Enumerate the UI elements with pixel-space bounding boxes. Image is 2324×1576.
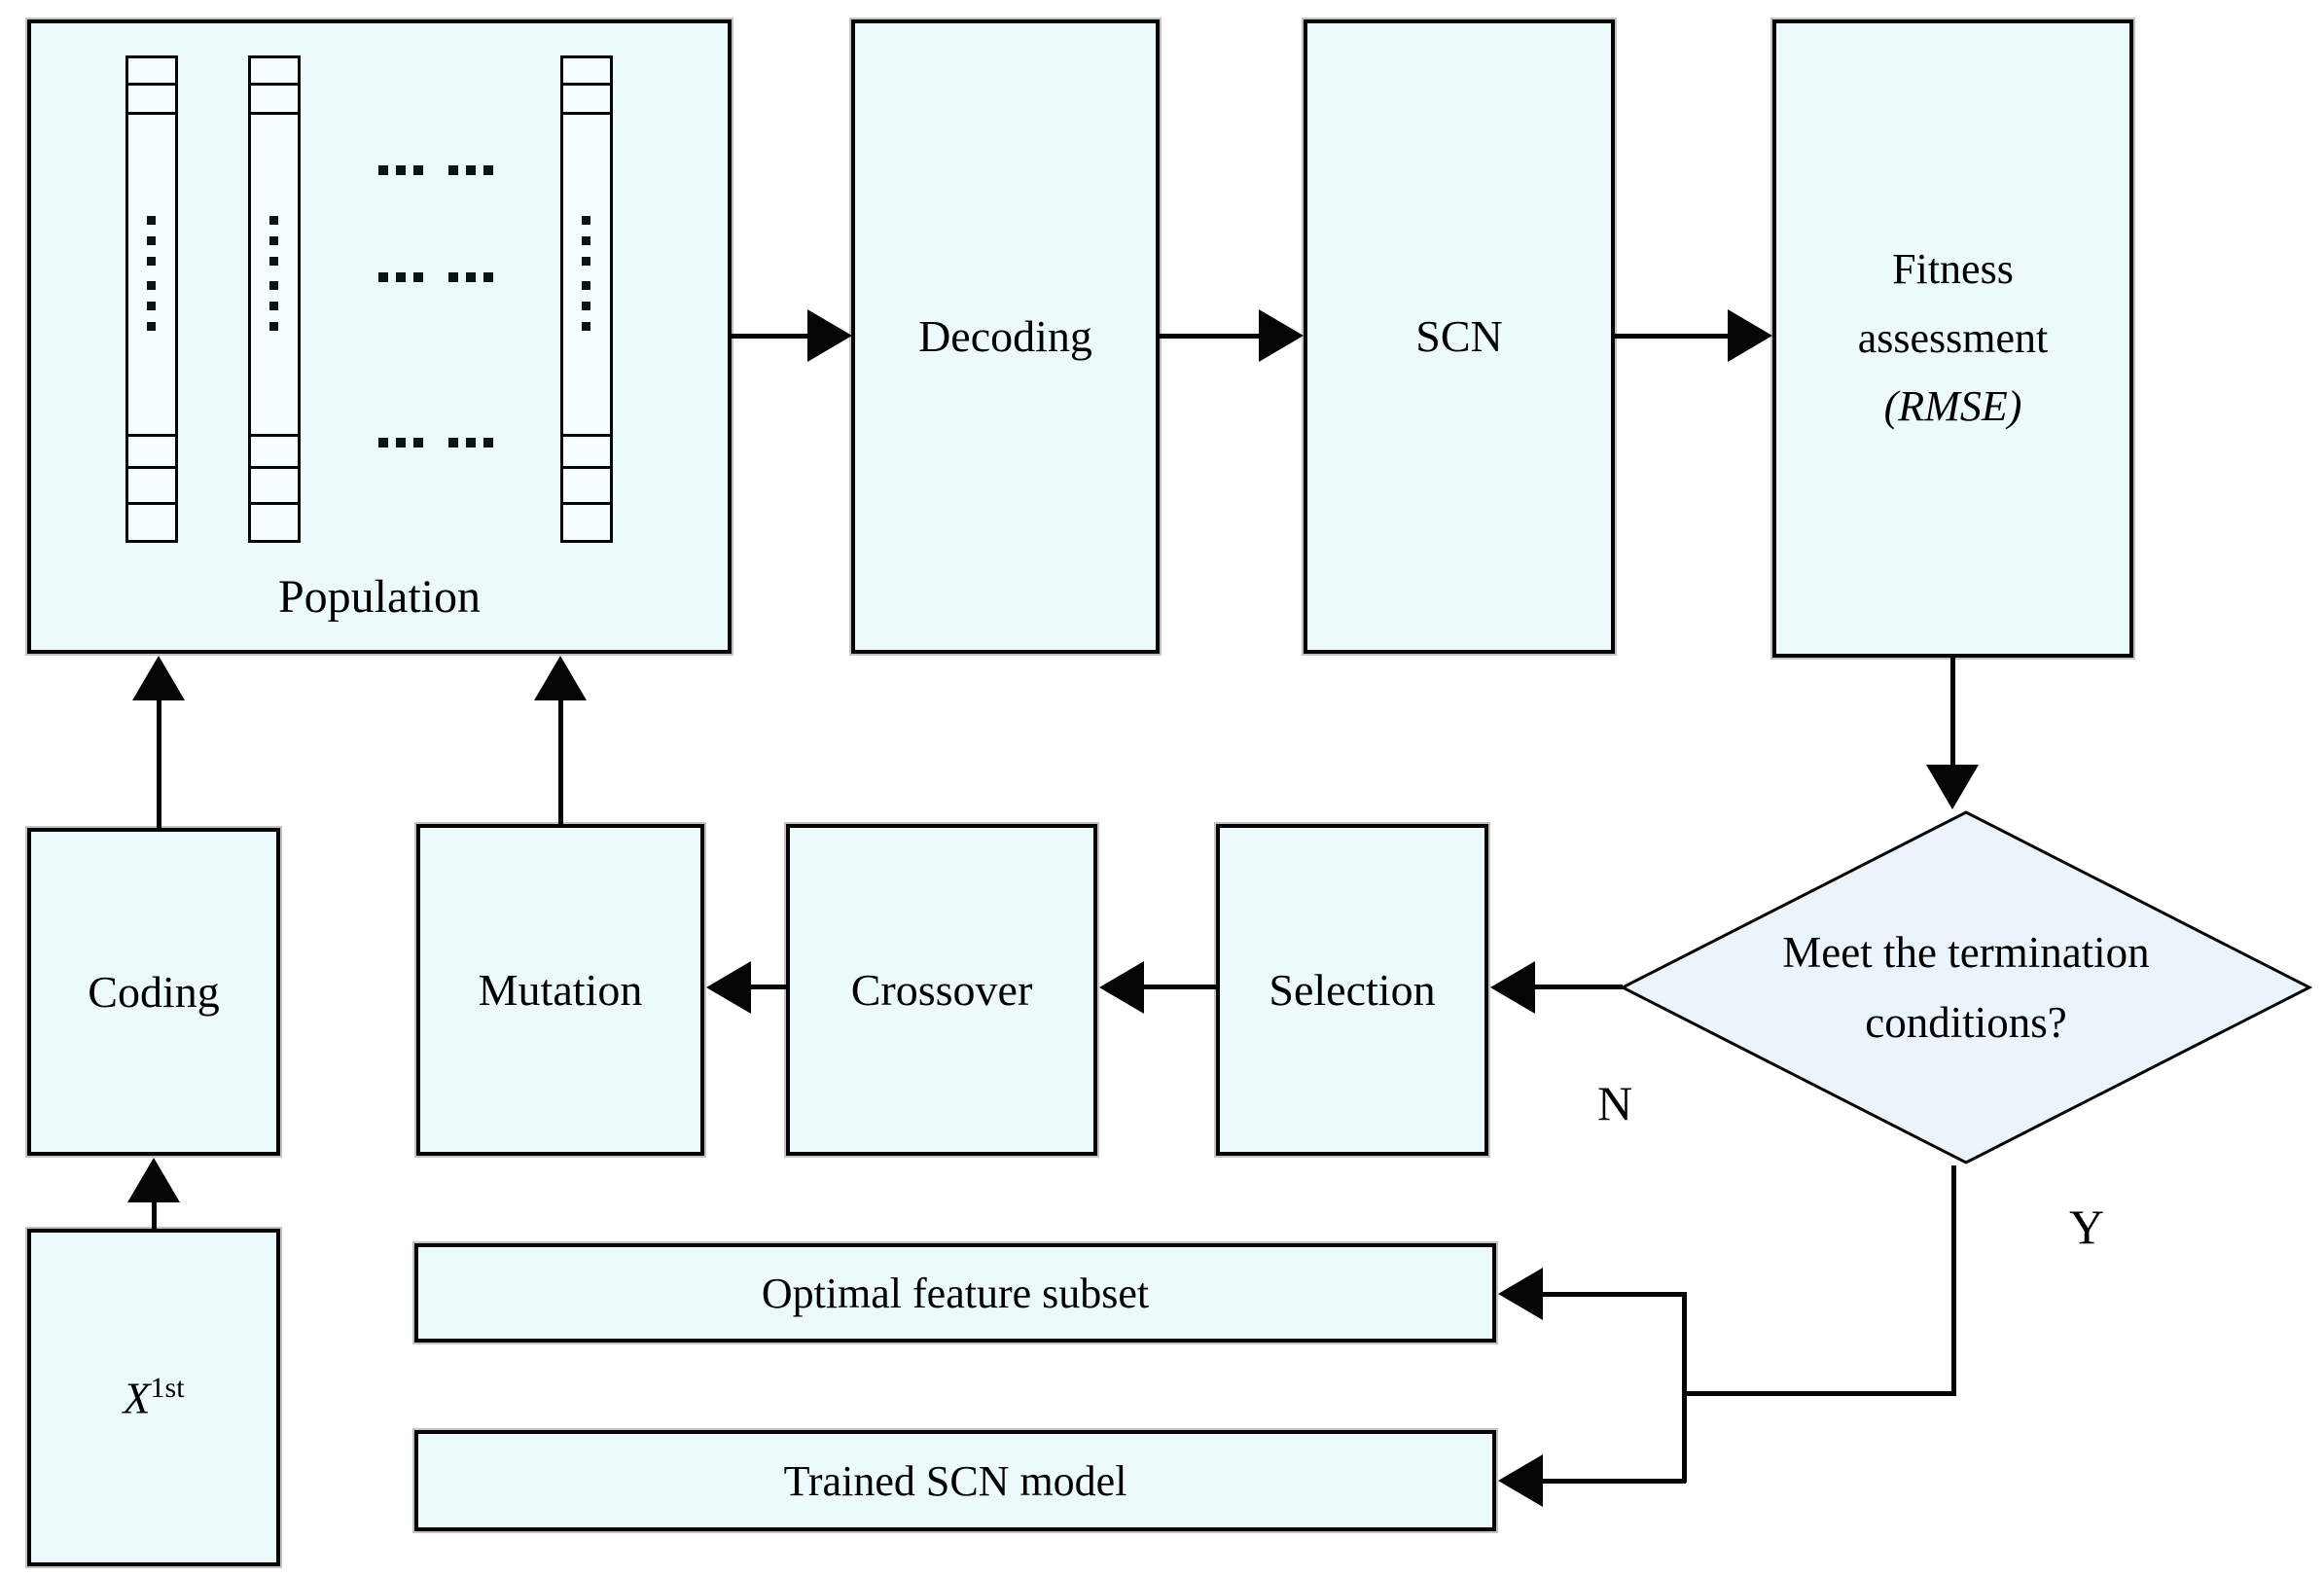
input-data-box: X1st [27,1229,280,1566]
fitness-label-line3: (RMSE) [1883,382,2022,431]
arrow-yes-to-trained [1543,1479,1686,1484]
mutation-label: Mutation [478,964,643,1015]
ellipsis-dots [378,165,493,175]
arrowhead-coding-to-population [132,656,185,700]
arrowhead-yes-to-optimal [1498,1268,1543,1320]
optimal-feature-subset-box: Optimal feature subset [414,1243,1496,1343]
chromosome-column [248,55,301,543]
ellipsis-dots [378,438,493,448]
crossover-label: Crossover [850,964,1033,1015]
termination-decision-diamond [1620,810,2312,1164]
decoding-box: Decoding [851,19,1160,654]
arrowhead-decoding-to-scn [1259,309,1304,362]
arrowhead-yes-to-trained [1498,1454,1543,1507]
arrowhead-population-to-decoding [807,309,852,362]
line-yes-branch-vertical [1682,1292,1687,1483]
ellipsis-dots [378,272,493,282]
arrowhead-selection-to-crossover [1099,961,1144,1014]
arrow-scn-to-fitness [1615,334,1730,339]
arrow-coding-to-population [157,698,161,830]
chromosome-column [125,55,178,543]
mutation-box: Mutation [416,824,704,1156]
arrowhead-crossover-to-mutation [706,961,751,1014]
crossover-box: Crossover [786,824,1097,1156]
arrow-yes-to-optimal [1543,1292,1686,1297]
coding-box: Coding [27,828,280,1156]
arrow-crossover-to-mutation [751,985,788,989]
trained-scn-model-label: Trained SCN model [783,1456,1127,1505]
fitness-label-line2: assessment [1857,313,2049,362]
scn-box: SCN [1304,19,1615,654]
arrowhead-input-to-coding [127,1158,180,1202]
selection-box: Selection [1216,824,1488,1156]
scn-label: SCN [1415,311,1503,362]
fitness-label-line1: Fitness [1892,245,2014,294]
arrowhead-decision-to-selection [1490,961,1535,1014]
selection-label: Selection [1269,964,1436,1015]
decision-yes-label: Y [2068,1200,2105,1254]
fitness-assessment-box: Fitness assessment (RMSE) [1772,19,2133,658]
arrow-input-to-coding [152,1200,157,1231]
arrowhead-scn-to-fitness [1728,309,1772,362]
arrow-decision-to-selection [1535,985,1623,989]
arrow-mutation-to-population [558,698,563,826]
population-box: Population [27,19,732,654]
arrowhead-fitness-to-decision [1926,765,1979,809]
population-label: Population [277,571,481,623]
trained-scn-model-box: Trained SCN model [414,1430,1496,1531]
arrow-selection-to-crossover [1144,985,1218,989]
line-decision-yes-down [1951,1165,1956,1395]
decision-no-label: N [1596,1076,1633,1130]
coding-label: Coding [88,966,220,1017]
chromosome-column [560,55,613,543]
line-decision-yes-across [1682,1391,1956,1396]
arrow-fitness-to-decision [1950,658,1955,767]
arrow-population-to-decoding [732,334,809,339]
arrow-decoding-to-scn [1160,334,1261,339]
decoding-label: Decoding [918,311,1092,362]
input-data-label: X1st [123,1371,185,1422]
arrowhead-mutation-to-population [534,656,587,700]
optimal-feature-subset-label: Optimal feature subset [761,1269,1150,1317]
